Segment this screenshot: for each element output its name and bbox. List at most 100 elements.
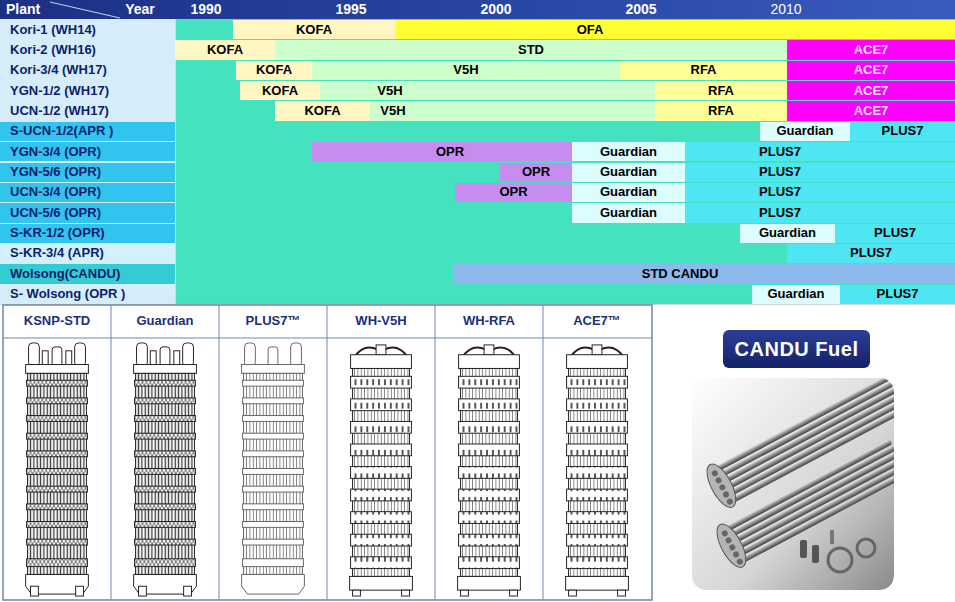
- fuel-bar: PLUS7: [787, 244, 955, 263]
- fuel-bar: Guardian: [760, 122, 850, 141]
- plant-cell: UCN-3/4 (OPR): [0, 183, 175, 202]
- plant-cell: S-UCN-1/2(APR ): [0, 122, 175, 141]
- fuel-type: ACE7: [854, 43, 889, 57]
- assembly-name: Guardian: [136, 314, 193, 328]
- fuel-bar: Guardian: [572, 142, 685, 161]
- fuel-bar: Guardian: [572, 163, 685, 182]
- panel-divider: [543, 305, 544, 600]
- fuel-type: Guardian: [600, 185, 657, 199]
- panel-divider: [327, 305, 328, 600]
- year-tick: 2000: [480, 2, 511, 17]
- fuel-bar: KOFA: [236, 61, 312, 80]
- plant-name: S- Wolsong (OPR ): [10, 287, 125, 301]
- plant-column: [0, 19, 175, 304]
- panel-divider: [111, 305, 112, 600]
- fuel-type: OPR: [522, 165, 550, 179]
- plant-name: Kori-1 (WH14): [10, 23, 96, 37]
- fuel-bar: PLUS7: [840, 285, 955, 304]
- panel-divider: [435, 305, 436, 600]
- header-diagonal: [50, 2, 120, 18]
- fuel-assembly-drawing: [242, 343, 305, 594]
- fuel-assembly-drawing: [350, 345, 413, 596]
- candu-bundle: [711, 435, 894, 571]
- plant-cell: Kori-1 (WH14): [0, 20, 175, 39]
- fuel-bar: V5H: [312, 61, 620, 80]
- fuel-type: Guardian: [776, 124, 833, 138]
- fuel-bar: ACE7: [787, 61, 955, 80]
- fuel-bar: PLUS7: [685, 203, 955, 222]
- fuel-type: PLUS7: [850, 246, 892, 260]
- fuel-bar: RFA: [655, 101, 787, 120]
- plant-name: Wolsong(CANDU): [10, 267, 120, 281]
- fuel-type: KOFA: [262, 84, 298, 98]
- plant-cell: Kori-3/4 (WH17): [0, 61, 175, 80]
- header-band: [0, 0, 955, 19]
- fuel-type: Guardian: [759, 226, 816, 240]
- fuel-bar: Guardian: [572, 183, 685, 202]
- plant-cell: UCN-1/2 (WH17): [0, 101, 175, 120]
- fuel-bar: KOFA: [233, 20, 395, 39]
- fuel-bar: V5H: [370, 101, 655, 120]
- fuel-bar: PLUS7: [850, 122, 955, 141]
- fuel-bar: PLUS7: [835, 224, 955, 243]
- fuel-type: V5H: [453, 63, 478, 77]
- panel-divider: [219, 305, 220, 600]
- plant-name: UCN-1/2 (WH17): [10, 104, 109, 118]
- fuel-bar: Guardian: [572, 203, 685, 222]
- fuel-type: OFA: [577, 23, 604, 37]
- fuel-bar: PLUS7: [685, 183, 955, 202]
- plant-cell: UCN-5/6 (OPR): [0, 203, 175, 222]
- plant-name: S-KR-3/4 (APR): [10, 246, 104, 260]
- fuel-type: PLUS7: [759, 165, 801, 179]
- fuel-type: RFA: [691, 63, 717, 77]
- header-text: Year: [125, 2, 155, 17]
- year-tick: 2005: [625, 2, 656, 17]
- assembly-name: WH-RFA: [463, 314, 515, 328]
- plant-cell: YGN-5/6 (OPR): [0, 163, 175, 182]
- fuel-bar: V5H: [320, 81, 655, 100]
- assembly-name: KSNP-STD: [24, 314, 90, 328]
- base-fuel-band: [175, 19, 955, 304]
- fuel-bar: Guardian: [752, 285, 840, 304]
- fuel-bar: KOFA: [275, 101, 370, 120]
- plant-cell: Kori-2 (WH16): [0, 40, 175, 59]
- fuel-bar: STD CANDU: [453, 264, 955, 283]
- fuel-type: PLUS7: [882, 124, 924, 138]
- fuel-type: OPR: [499, 185, 527, 199]
- assembly-name: WH-V5H: [355, 314, 406, 328]
- fuel-type: V5H: [380, 104, 405, 118]
- year-tick: 2010: [770, 2, 801, 17]
- fuel-type: Guardian: [600, 206, 657, 220]
- fuel-type: KOFA: [207, 43, 243, 57]
- fuel-type: PLUS7: [759, 185, 801, 199]
- fuel-bar: PLUS7: [685, 142, 955, 161]
- candu-photo: [692, 378, 894, 590]
- fuel-bar: PLUS7: [685, 163, 955, 182]
- fuel-bar: RFA: [620, 61, 787, 80]
- fuel-assembly-drawing: [566, 345, 629, 596]
- fuel-type: STD: [518, 43, 544, 57]
- fuel-bar: RFA: [655, 81, 787, 100]
- fuel-type: KOFA: [296, 23, 332, 37]
- plant-cell: S- Wolsong (OPR ): [0, 285, 175, 304]
- fuel-assembly-drawing: [458, 345, 521, 596]
- year-tick: 1995: [335, 2, 366, 17]
- plant-cell: YGN-1/2 (WH17): [0, 81, 175, 100]
- plant-name: S-UCN-1/2(APR ): [10, 124, 113, 138]
- plant-name: Kori-2 (WH16): [10, 43, 96, 57]
- fuel-type: PLUS7: [759, 145, 801, 159]
- fuel-type: OPR: [436, 145, 464, 159]
- fuel-bar: OPR: [312, 142, 572, 161]
- assembly-name: ACE7™: [573, 314, 621, 328]
- fuel-type: ACE7: [854, 63, 889, 77]
- header-text: Plant: [6, 2, 40, 17]
- fuel-type: KOFA: [256, 63, 292, 77]
- fuel-type: PLUS7: [759, 206, 801, 220]
- year-tick: 1990: [190, 2, 221, 17]
- fuel-bar: OPR: [455, 183, 572, 202]
- fuel-type: PLUS7: [877, 287, 919, 301]
- fuel-bar: STD: [275, 40, 787, 59]
- fuel-assembly-drawing: [134, 343, 197, 596]
